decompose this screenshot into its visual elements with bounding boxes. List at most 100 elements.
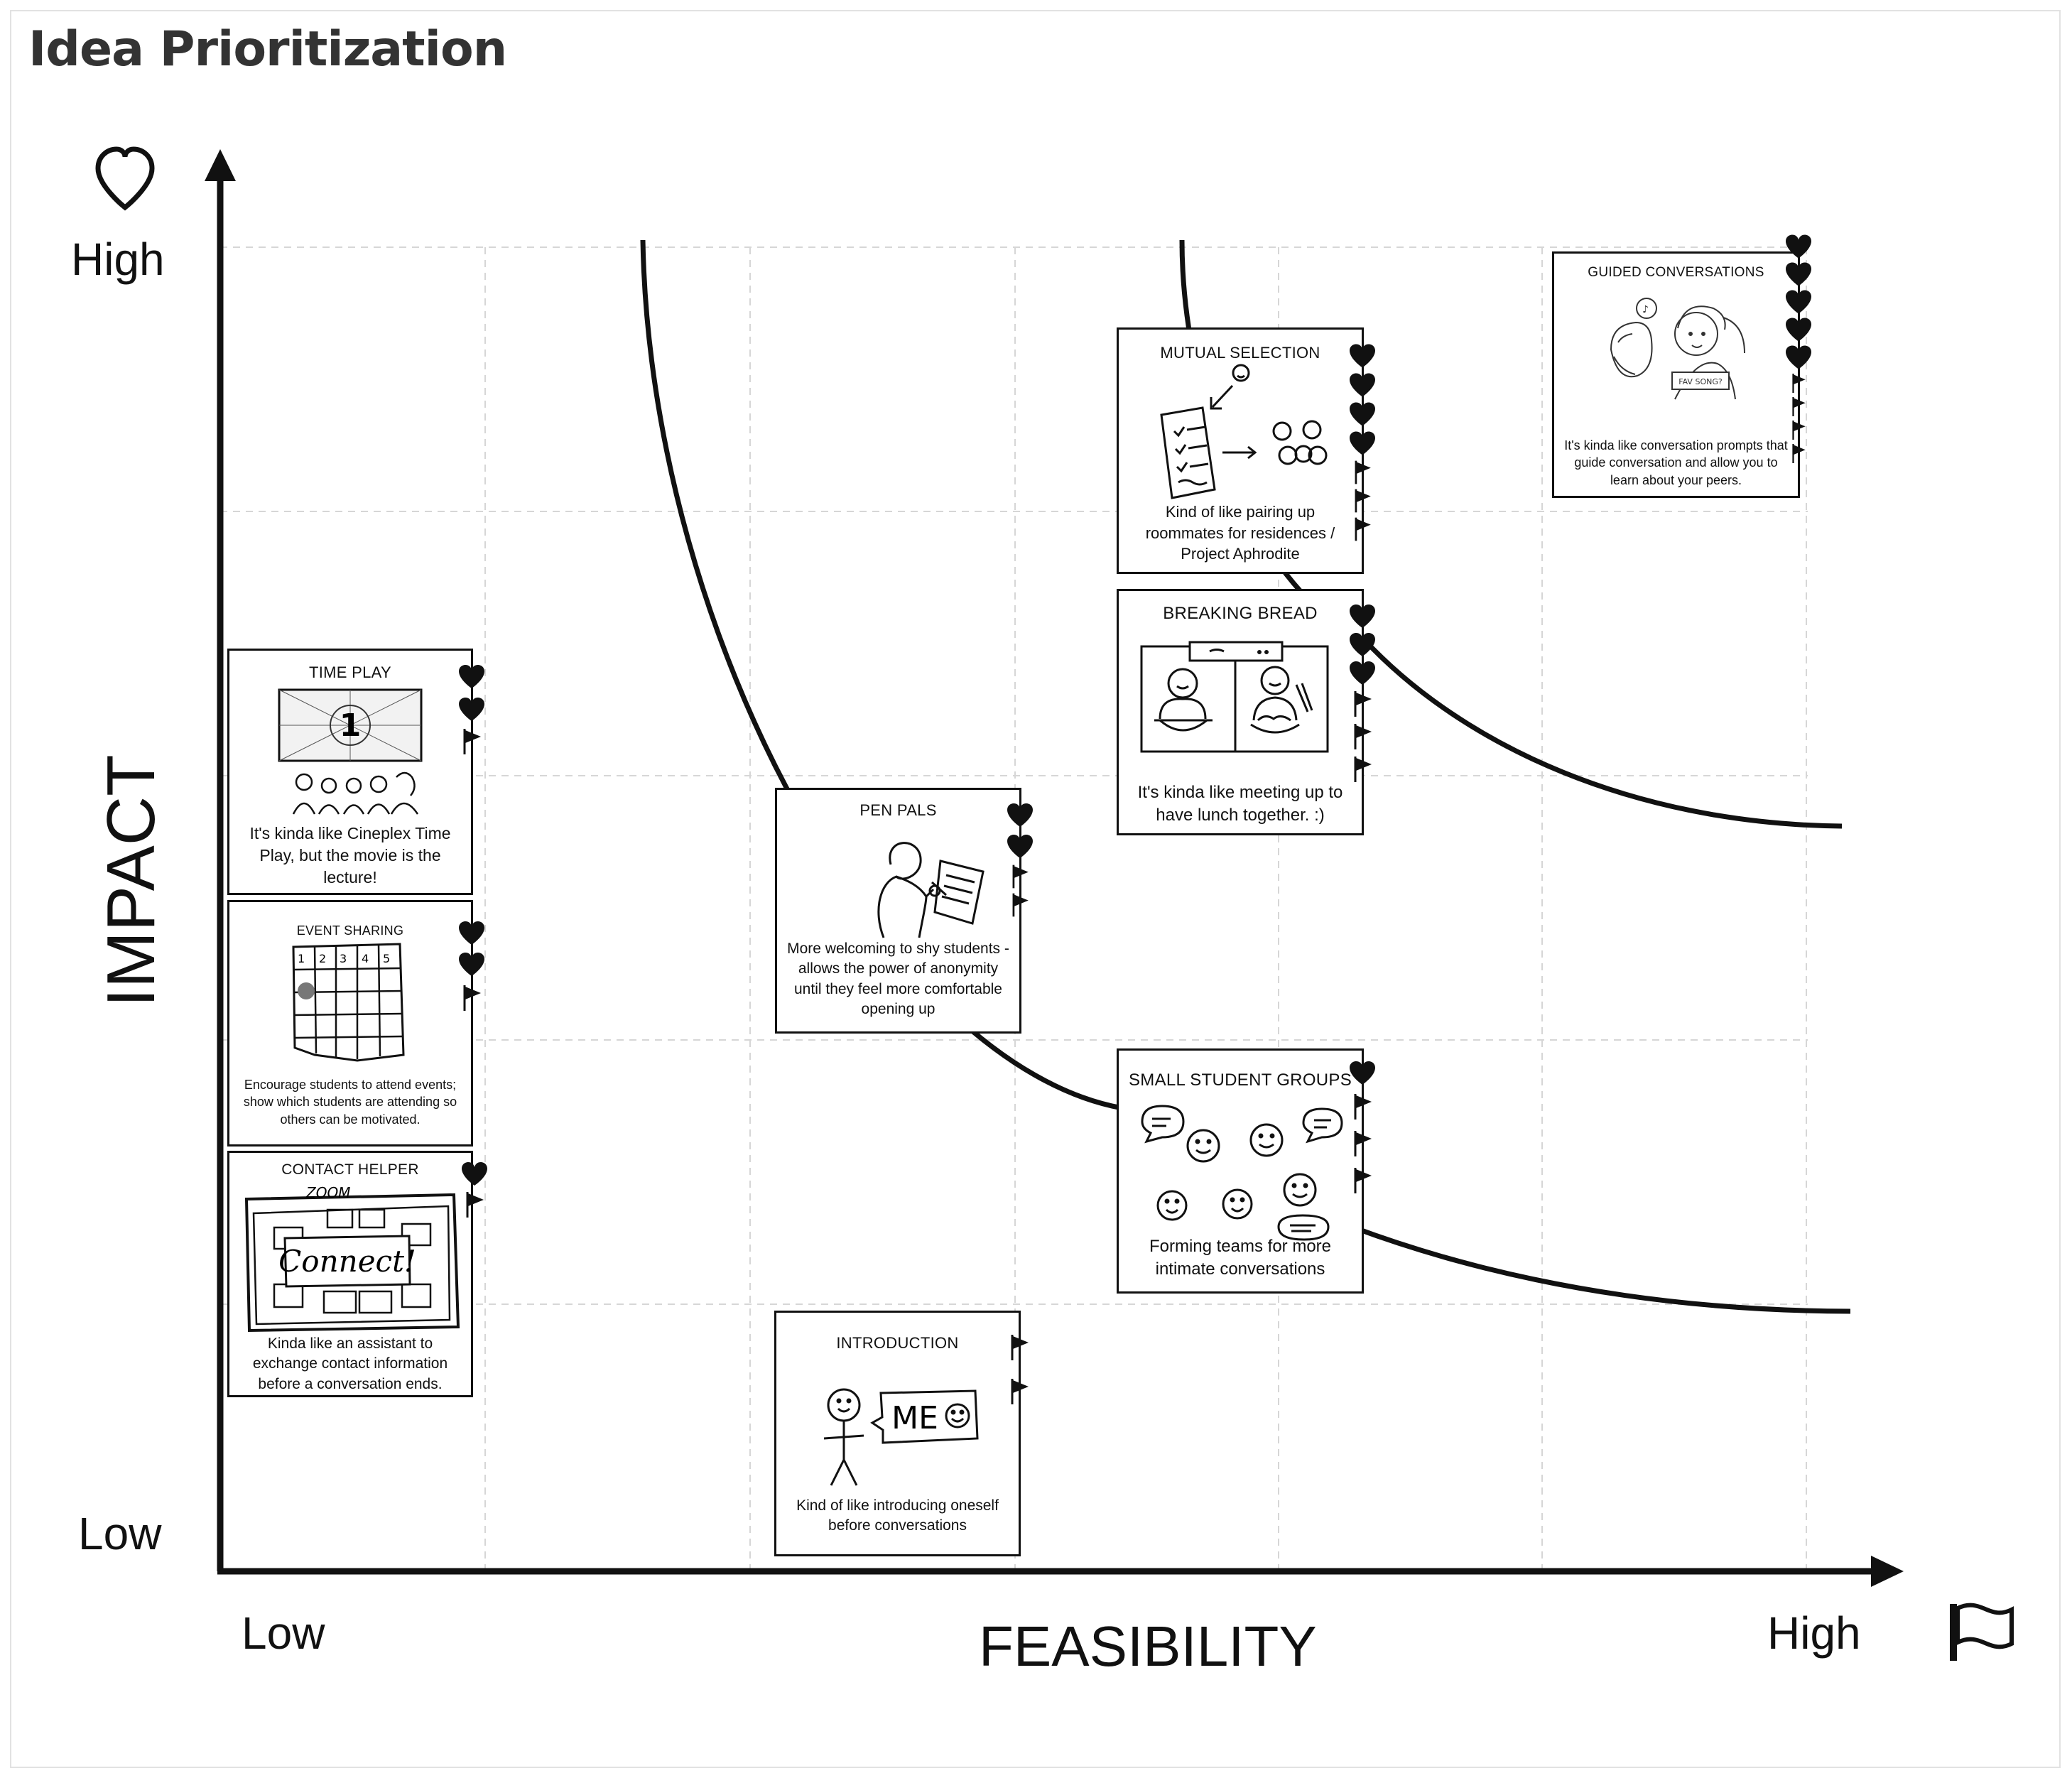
svg-text:2: 2 <box>319 952 326 965</box>
heart-vote-icon <box>1350 373 1375 397</box>
flag-vote-icon <box>1354 1168 1372 1193</box>
heart-vote-icon <box>1786 318 1811 342</box>
video-call-lunch-sketch <box>1140 641 1329 753</box>
idea-card-contact-helper[interactable]: CONTACT HELPER ZOOM Connect! Kinda like … <box>227 1151 473 1397</box>
heart-vote-icon <box>1350 661 1375 685</box>
flag-vote-icon <box>463 729 481 754</box>
heart-vote-icon <box>1786 345 1811 369</box>
card-description: Encourage students to attend events; sho… <box>243 1078 457 1127</box>
heart-vote-icon <box>459 698 484 721</box>
svg-text:5: 5 <box>383 952 390 965</box>
priority-curve-lower <box>640 239 1851 1314</box>
flag-vote-icon <box>1012 864 1029 889</box>
card-title: TIME PLAY <box>309 663 391 681</box>
card-title: EVENT SHARING <box>296 923 404 938</box>
idea-card-guided-conversations[interactable]: GUIDED CONVERSATIONS ♪ FAV SONG? It's ki… <box>1552 251 1800 498</box>
flag-vote-icon <box>1355 460 1371 484</box>
x-axis-low-label: Low <box>242 1608 325 1659</box>
heart-vote-icon <box>1786 262 1811 286</box>
flag-vote-icon <box>1355 489 1371 513</box>
zoom-text: ZOOM <box>305 1185 350 1201</box>
card-title: CONTACT HELPER <box>281 1161 419 1178</box>
zoom-connect-sketch: ZOOM Connect! <box>244 1185 460 1333</box>
card-votes-event-sharing <box>457 918 486 1016</box>
card-votes-small-student-groups <box>1348 1058 1377 1199</box>
y-axis-title: IMPACT <box>93 754 169 1007</box>
card-description: Forming teams for more intimate conversa… <box>1149 1237 1332 1279</box>
heart-vote-icon <box>462 1162 487 1186</box>
heart-vote-icon <box>1350 605 1375 628</box>
heart-vote-icon <box>1350 633 1375 656</box>
idea-card-breaking-bread[interactable]: BREAKING BREAD It's kinda like meeting u… <box>1117 589 1364 835</box>
y-axis-low-label: Low <box>78 1508 162 1559</box>
flag-vote-icon <box>1792 444 1806 463</box>
flag-vote-icon <box>1354 691 1372 717</box>
card-votes-pen-pals <box>1006 800 1034 919</box>
flag-vote-icon <box>1011 1379 1029 1404</box>
heart-vote-icon <box>459 921 484 945</box>
flag-icon <box>1950 1603 2014 1661</box>
y-axis-high-label: High <box>71 234 165 285</box>
idea-card-small-student-groups[interactable]: SMALL STUDENT GROUPS Forming teams for m… <box>1117 1048 1364 1294</box>
heart-vote-icon <box>1786 234 1811 259</box>
two-people-talking-sketch: ♪ FAV SONG? <box>1610 298 1745 400</box>
card-description: It's kinda like meeting up to have lunch… <box>1137 783 1343 825</box>
card-votes-contact-helper <box>460 1159 489 1220</box>
movie-countdown-sketch: 1 <box>278 688 423 815</box>
flag-vote-icon <box>1792 397 1806 416</box>
person-writing-sketch <box>877 842 985 938</box>
me-text: ME <box>891 1400 938 1436</box>
card-title: BREAKING BREAD <box>1163 604 1318 623</box>
card-votes-breaking-bread <box>1348 602 1377 786</box>
card-title: SMALL STUDENT GROUPS <box>1128 1070 1352 1090</box>
page-title: Idea Prioritization <box>28 21 507 77</box>
heart-vote-icon <box>1350 1061 1375 1085</box>
idea-card-pen-pals[interactable]: PEN PALS More welcoming to shy students … <box>775 788 1021 1034</box>
heart-vote-icon <box>459 665 484 688</box>
heart-vote-icon <box>1350 431 1375 455</box>
x-axis-title: FEASIBILITY <box>979 1615 1317 1678</box>
card-votes-introduction <box>1009 1326 1030 1414</box>
idea-card-introduction[interactable]: INTRODUCTION ME Kind of like introducing… <box>774 1311 1021 1556</box>
y-axis-arrow <box>205 149 236 181</box>
flag-vote-icon <box>1354 724 1372 749</box>
fav-song-text: FAV SONG? <box>1678 377 1723 386</box>
svg-text:1: 1 <box>340 708 362 744</box>
flag-vote-icon <box>466 1192 484 1218</box>
card-title: GUIDED CONVERSATIONS <box>1588 265 1764 280</box>
idea-card-mutual-selection[interactable]: MUTUAL SELECTION Kind of like pairing up… <box>1117 327 1364 574</box>
card-votes-mutual-selection <box>1348 342 1377 543</box>
stick-figure-me-sketch: ME <box>823 1388 979 1486</box>
axes <box>205 149 1904 1587</box>
flag-vote-icon <box>1012 893 1029 917</box>
heart-vote-icon <box>1350 402 1375 426</box>
board-frame <box>10 10 2061 1768</box>
card-description: It's kinda like conversation prompts tha… <box>1564 438 1788 487</box>
card-description: It's kinda like Cineplex Time Play, but … <box>249 824 451 887</box>
flag-vote-icon <box>1354 1094 1372 1120</box>
heart-vote-icon <box>1786 290 1811 314</box>
card-votes-time-play <box>457 661 486 757</box>
card-description: Kinda like an assistant to exchange cont… <box>252 1335 448 1392</box>
flag-vote-icon <box>463 985 481 1011</box>
heart-vote-icon <box>1007 835 1033 858</box>
checklist-matching-sketch <box>1160 364 1328 499</box>
idea-card-time-play[interactable]: TIME PLAY 1 It's kinda like Cineplex Tim… <box>227 649 473 895</box>
svg-text:1: 1 <box>298 952 305 965</box>
card-description: Kind of like pairing up roommates for re… <box>1145 503 1335 563</box>
heart-vote-icon <box>1350 344 1375 368</box>
card-votes-guided-conversations <box>1784 233 1813 465</box>
svg-text:3: 3 <box>340 952 347 965</box>
flag-vote-icon <box>1792 421 1806 440</box>
flag-vote-icon <box>1355 517 1371 541</box>
card-title: MUTUAL SELECTION <box>1160 344 1320 362</box>
smiley-group-sketch <box>1141 1105 1343 1241</box>
heart-icon <box>95 146 155 211</box>
svg-text:♪: ♪ <box>1642 304 1649 315</box>
heart-vote-icon <box>1007 803 1033 827</box>
x-axis-arrow <box>1871 1556 1904 1587</box>
heart-vote-icon <box>459 953 484 976</box>
card-description: Kind of like introducing oneself before … <box>796 1497 999 1534</box>
